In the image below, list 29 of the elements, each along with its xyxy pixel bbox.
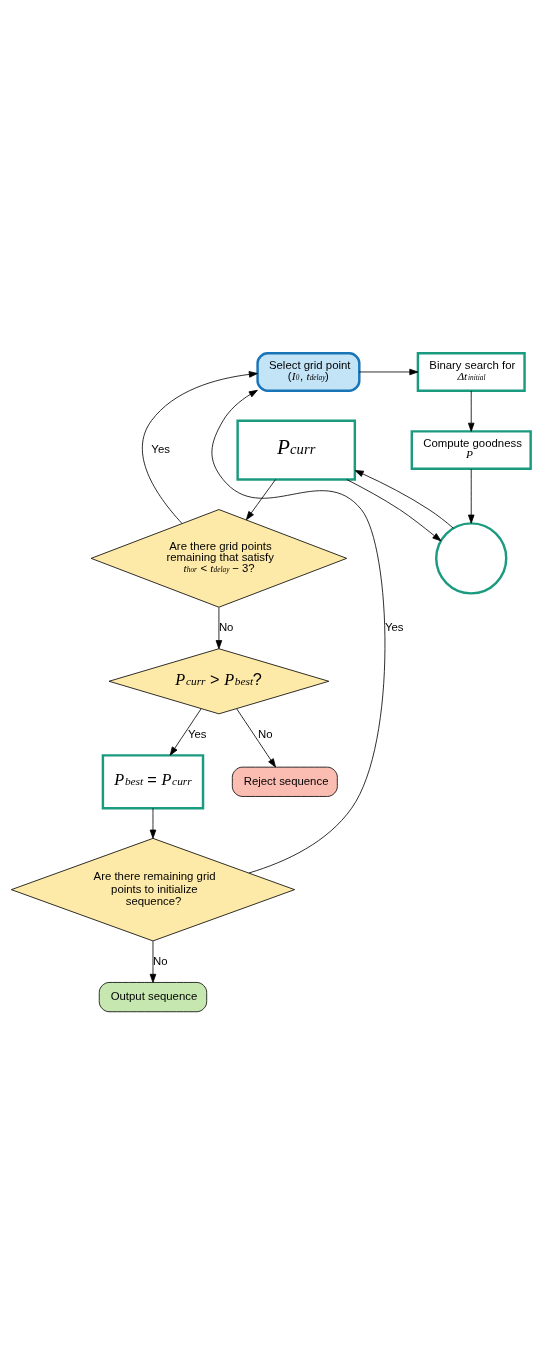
node-box: Output sequence bbox=[98, 981, 208, 1012]
node-box: Pbest = Pcurr bbox=[101, 753, 205, 809]
arrow bbox=[358, 368, 419, 375]
arrow bbox=[236, 707, 276, 767]
edge-label: No bbox=[257, 727, 273, 740]
arrow bbox=[467, 390, 475, 432]
node-diamond: Pcurr > Pbest? bbox=[108, 647, 330, 714]
edge-label: Yes bbox=[187, 727, 207, 740]
arrow bbox=[354, 469, 454, 529]
edge-label: Yes bbox=[384, 620, 404, 633]
node-box: Select grid point (I0, tdelay) bbox=[256, 351, 361, 392]
node-box: Reject sequence bbox=[231, 766, 338, 797]
arrow bbox=[245, 478, 276, 520]
node-box: Pcurr bbox=[236, 419, 357, 481]
node-box: Compute goodness P bbox=[410, 429, 532, 470]
arrow bbox=[346, 478, 442, 541]
arrow bbox=[169, 707, 202, 756]
arrow bbox=[215, 606, 223, 649]
edge-label: No bbox=[152, 954, 168, 967]
arrow bbox=[211, 389, 386, 873]
edge-label: Yes bbox=[151, 442, 170, 455]
node-box: Binary search for Δtinitial bbox=[416, 351, 526, 392]
edge-label: No bbox=[218, 620, 234, 633]
node-diamond: Are there remaining grid points to initialize sequence? bbox=[10, 837, 295, 941]
arrow bbox=[467, 468, 475, 524]
node-circle bbox=[435, 521, 508, 595]
arrow bbox=[149, 807, 157, 839]
arrow bbox=[149, 940, 157, 983]
arrow bbox=[141, 370, 258, 524]
